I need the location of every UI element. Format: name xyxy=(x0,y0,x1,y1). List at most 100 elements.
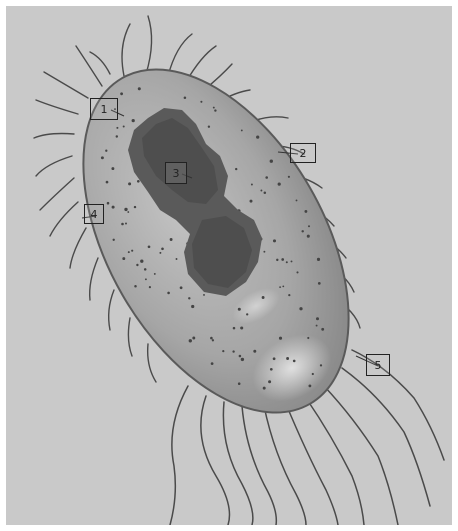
ribosome-dot xyxy=(210,337,213,340)
ribosome-dot xyxy=(167,292,170,295)
ribosome-dot xyxy=(128,251,130,253)
ribosome-dot xyxy=(159,252,161,254)
ribosome-dot xyxy=(278,183,281,186)
ribosome-dot xyxy=(296,271,298,273)
label-2: 2 xyxy=(290,143,316,163)
ribosome-dot xyxy=(240,326,243,329)
ribosome-dot xyxy=(121,223,124,226)
ribosome-dot xyxy=(321,328,324,331)
ribosome-dot xyxy=(131,250,133,252)
ribosome-dot xyxy=(286,357,289,360)
ribosome-dot xyxy=(301,230,303,232)
ribosome-dot xyxy=(307,337,309,339)
label-5: 5 xyxy=(366,354,390,376)
ribosome-dot xyxy=(250,200,253,203)
ribosome-dot xyxy=(312,373,314,375)
ribosome-dot xyxy=(213,107,215,109)
ribosome-dot xyxy=(251,184,253,186)
ribosome-dot xyxy=(203,294,205,296)
ribosome-dot xyxy=(154,273,156,275)
ribosome-dot xyxy=(238,382,241,385)
ribosome-dot xyxy=(144,268,147,271)
ribosome-dot xyxy=(208,126,210,128)
ribosome-dot xyxy=(161,247,164,250)
ribosome-dot xyxy=(106,181,109,184)
ribosome-dot xyxy=(140,260,143,263)
ribosome-dot xyxy=(273,357,276,360)
ribosome-dot xyxy=(212,339,214,341)
ribosome-dot xyxy=(288,294,290,296)
ribosome-dot xyxy=(241,129,243,131)
ribosome-dot xyxy=(308,225,310,227)
ribosome-dot xyxy=(134,285,137,288)
ribosome-dot xyxy=(260,190,262,192)
label-4: 4 xyxy=(84,204,104,224)
ribosome-dot xyxy=(281,258,284,261)
ribosome-dot xyxy=(188,297,190,299)
ribosome-dot xyxy=(214,109,216,111)
ribosome-dot xyxy=(116,135,118,137)
ribosome-dot xyxy=(101,156,104,159)
ribosome-dot xyxy=(180,286,183,289)
ribosome-dot xyxy=(282,285,284,287)
ribosome-dot xyxy=(122,257,125,260)
ribosome-dot xyxy=(132,119,135,122)
ribosome-dot xyxy=(128,182,131,185)
ribosome-dot xyxy=(145,278,147,280)
ribosome-dot xyxy=(316,317,319,320)
ribosome-dot xyxy=(286,261,288,263)
ribosome-dot xyxy=(191,305,194,308)
ribosome-dot xyxy=(263,387,266,390)
ribosome-dot xyxy=(270,160,273,163)
ribosome-dot xyxy=(317,258,320,261)
bacterium-diagram: 1 2 3 4 5 xyxy=(6,6,452,525)
ribosome-dot xyxy=(273,239,276,242)
ribosome-dot xyxy=(293,360,296,363)
ribosome-dot xyxy=(307,235,310,238)
ribosome-dot xyxy=(264,192,267,195)
ribosome-dot xyxy=(276,259,278,261)
ribosome-dot xyxy=(238,308,241,311)
ribosome-dot xyxy=(279,286,281,288)
ribosome-dot xyxy=(112,206,115,209)
ribosome-dot xyxy=(176,258,178,260)
ribosome-dot xyxy=(268,380,271,383)
ribosome-dot xyxy=(235,168,237,170)
ribosome-dot xyxy=(299,307,302,310)
ribosome-dot xyxy=(320,364,322,366)
ribosome-dot xyxy=(138,87,141,90)
ribosome-dot xyxy=(233,327,236,330)
ribosome-dot xyxy=(318,282,321,285)
ribosome-dot xyxy=(124,208,127,211)
ribosome-dot xyxy=(170,238,173,241)
ribosome-dot xyxy=(127,211,129,213)
ribosome-dot xyxy=(111,167,114,170)
label-1: 1 xyxy=(90,98,118,120)
label-3: 3 xyxy=(165,162,187,184)
ribosome-dot xyxy=(263,251,265,253)
ribosome-dot xyxy=(316,325,318,327)
ribosome-dot xyxy=(270,368,273,371)
ribosome-dot xyxy=(125,223,127,225)
ribosome-dot xyxy=(123,125,125,127)
ribosome-dot xyxy=(232,350,234,352)
ribosome-dot xyxy=(265,176,268,179)
ribosome-dot xyxy=(136,264,138,266)
ribosome-dot xyxy=(291,260,293,262)
ribosome-dot xyxy=(113,239,115,241)
ribosome-dot xyxy=(105,150,107,152)
ribosome-dot xyxy=(288,176,290,178)
ribosome-dot xyxy=(296,199,298,201)
ribosome-dot xyxy=(116,127,118,129)
ribosome-dot xyxy=(246,313,248,315)
ribosome-dot xyxy=(189,339,192,342)
ribosome-dot xyxy=(239,355,242,358)
ribosome-dot xyxy=(304,210,307,213)
ribosome-dot xyxy=(192,337,195,340)
ribosome-dot xyxy=(149,286,151,288)
ribosome-dot xyxy=(308,384,311,387)
ribosome-dot xyxy=(148,245,151,248)
ribosome-dot xyxy=(184,96,187,99)
ribosome-dot xyxy=(262,296,265,299)
ribosome-dot xyxy=(241,358,244,361)
